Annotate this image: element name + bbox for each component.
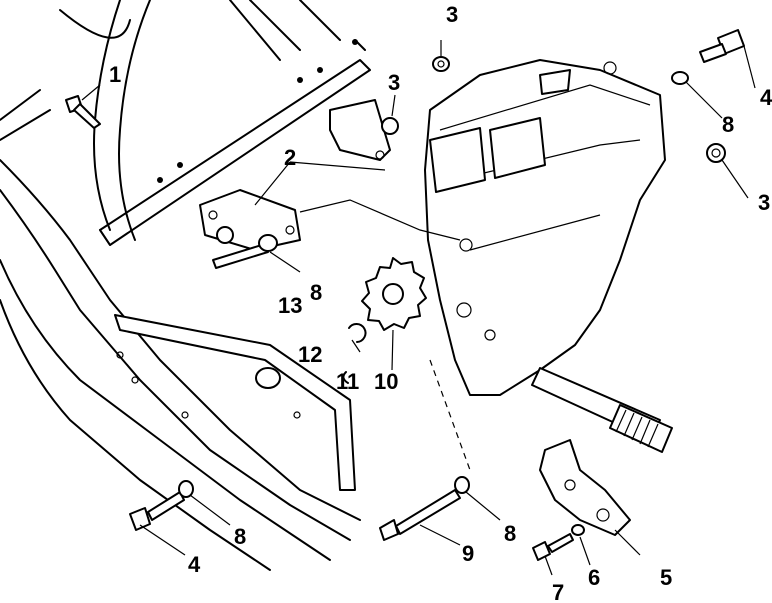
nut-lower xyxy=(216,226,234,244)
lower-bracket xyxy=(199,189,301,251)
leader-lines xyxy=(81,40,756,576)
bolt-7 xyxy=(532,524,585,561)
callout-10: 10 xyxy=(374,369,398,394)
mount-bracket xyxy=(539,439,631,536)
nut-3b xyxy=(381,117,399,135)
circlip-11 xyxy=(348,323,367,343)
washer-12 xyxy=(342,371,349,384)
callout-3a: 3 xyxy=(446,2,458,27)
bolt-4-bottom xyxy=(129,480,194,531)
callout-8a: 8 xyxy=(722,112,734,137)
skid-plate xyxy=(114,314,356,491)
callout-4a: 4 xyxy=(760,85,772,110)
bolt-13 xyxy=(212,234,278,269)
callout-11: 11 xyxy=(336,369,359,394)
frame xyxy=(0,0,371,571)
callout-9: 9 xyxy=(462,541,474,566)
callout-2: 2 xyxy=(284,145,296,170)
callout-12: 12 xyxy=(298,342,322,367)
bolt-9 xyxy=(379,476,470,541)
callout-1: 1 xyxy=(109,62,121,87)
callout-6: 6 xyxy=(588,565,600,590)
callout-8b: 8 xyxy=(310,280,322,305)
bolt-4-top xyxy=(699,29,745,63)
callouts: 1 2 3 3 3 4 4 5 6 7 8 8 8 8 9 10 11 12 1… xyxy=(109,2,772,603)
upper-bracket xyxy=(329,99,391,161)
nut-3c xyxy=(706,143,726,163)
callout-7: 7 xyxy=(552,580,564,603)
output-shaft xyxy=(531,367,673,453)
callout-8c: 8 xyxy=(234,524,246,549)
callout-13: 13 xyxy=(278,293,302,318)
sprocket xyxy=(361,257,427,331)
washer-8-top xyxy=(671,71,689,85)
callout-3b: 3 xyxy=(388,70,400,95)
nut-3a xyxy=(432,56,450,72)
gearbox xyxy=(424,59,666,396)
callout-8d: 8 xyxy=(504,521,516,546)
callout-5: 5 xyxy=(660,565,672,590)
callout-4b: 4 xyxy=(188,552,201,577)
callout-3c: 3 xyxy=(758,190,770,215)
bolt-1 xyxy=(65,95,101,129)
